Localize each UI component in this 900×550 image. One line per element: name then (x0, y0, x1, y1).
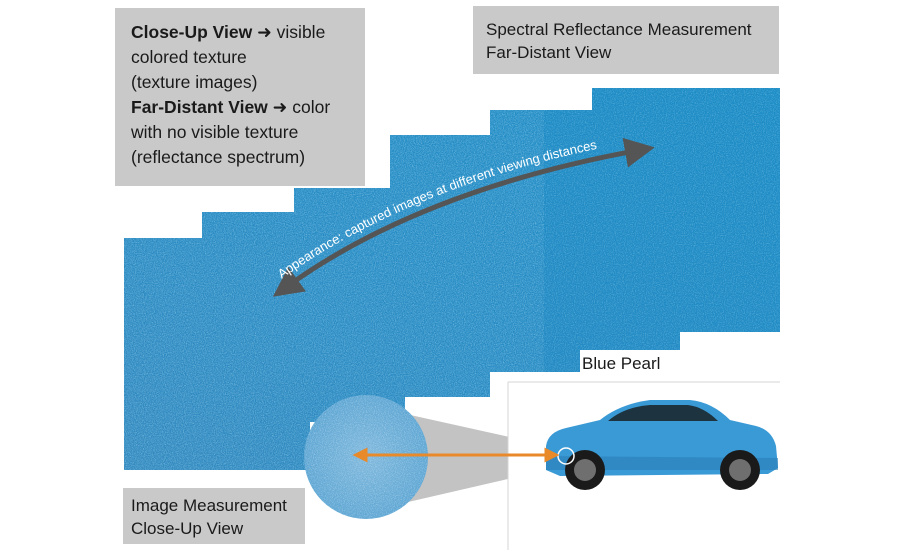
car-window (608, 405, 718, 421)
magnified-circle (304, 395, 428, 519)
close-up-view-heading: Close-Up View (131, 22, 253, 42)
car-image (507, 381, 780, 550)
spectral-reflectance-callout: Spectral Reflectance Measurement Far-Dis… (473, 6, 779, 74)
image-measurement-callout: Image Measurement Close-Up View (123, 488, 305, 544)
arrow-right-icon: ➜ (257, 22, 272, 42)
viewing-distance-arrow (272, 137, 655, 297)
close-up-view-callout: Close-Up View ➜ visible colored texture … (115, 8, 365, 186)
far-distant-view-heading: Far-Distant View (131, 97, 268, 117)
sample-name-label: Blue Pearl (582, 354, 661, 373)
arrow-right-icon: ➜ (272, 97, 288, 117)
